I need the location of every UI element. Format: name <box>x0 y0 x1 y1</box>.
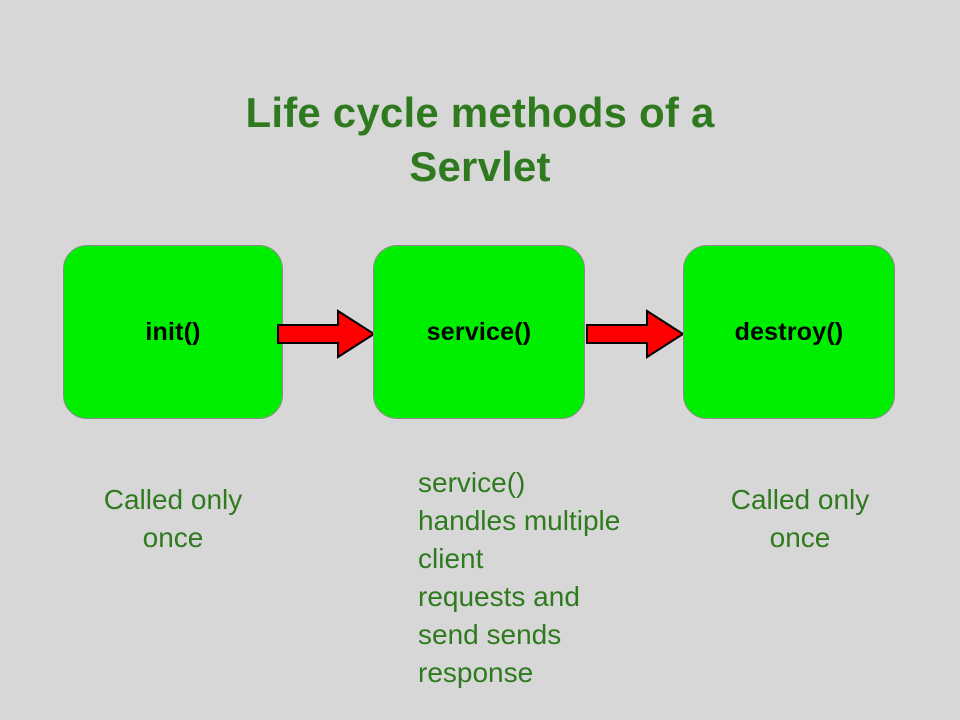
lifecycle-box-destroy[interactable]: destroy() <box>683 245 895 419</box>
lifecycle-box-service-label: service() <box>426 317 532 346</box>
lifecycle-box-init[interactable]: init() <box>63 245 283 419</box>
caption-service: service() handles multiple client reques… <box>418 467 621 688</box>
lifecycle-box-destroy-label: destroy() <box>734 317 844 346</box>
lifecycle-box-init-label: init() <box>145 317 201 346</box>
caption-destroy: Called only once <box>730 484 870 553</box>
arrow-init-to-service-icon <box>276 305 376 363</box>
page-title: Life cycle methods of a Servlet <box>245 89 715 190</box>
arrow-service-to-destroy-icon <box>585 305 685 363</box>
caption-init: Called only once <box>103 484 243 553</box>
lifecycle-box-service[interactable]: service() <box>373 245 585 419</box>
